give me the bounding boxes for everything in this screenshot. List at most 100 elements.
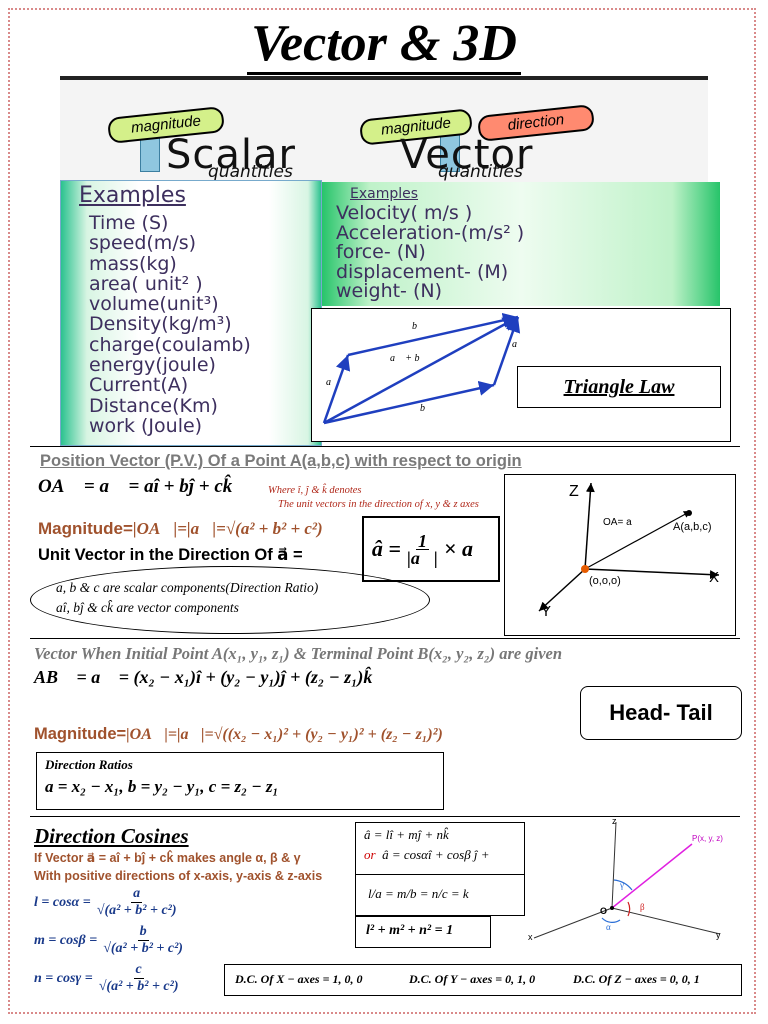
list-item: Current(A)	[89, 374, 189, 397]
list-item: speed(m/s)	[89, 232, 197, 255]
scalar-word: Scalar	[166, 132, 296, 178]
graph-y-label: Y	[541, 603, 552, 620]
dc-condition-line2: With positive directions of x-axis, y-ax…	[34, 869, 323, 883]
page-border	[8, 8, 756, 1014]
dc-n-row: n = cosγ = c√(a² + b² + c²)	[34, 962, 181, 995]
list-item: area( unit² )	[89, 272, 203, 295]
dc-z-axis: D.C. Of Z − axes = 0, 0, 1	[573, 972, 700, 986]
scalar-vector-banner: magnitude Scalar quantities magnitude di…	[60, 76, 708, 184]
dc-n-num: c	[133, 962, 144, 979]
components-ellipse	[30, 566, 430, 634]
graph-point-label: A(a,b,c)	[673, 521, 712, 533]
dc-condition-line1: If Vector a⃗ = aî + bĵ + ck̂ makes angle…	[34, 851, 301, 865]
vector-examples-list: Velocity( m/s ) Acceleration-(m/s² ) for…	[336, 202, 525, 302]
two-points-magnitude-row: Magnitude=|OA⃗|=|a⃗|=√((x₂ − x₁)² + (y₂ …	[34, 724, 443, 744]
position-vector-graph: Z X Y A(a,b,c) (o,o,o) OA= a	[504, 474, 736, 636]
dc-m-num: b	[137, 924, 149, 941]
list-item: volume(unit³)	[89, 293, 219, 316]
vector-b-label-bottom: b⃗	[420, 403, 433, 414]
dc-box-line1: â = lî + mĵ + nk̂	[364, 827, 449, 842]
scalar-examples-list: Time (S) speed(m/s) mass(kg) area( unit²…	[89, 213, 251, 437]
unit-vector-note-line1: Where î, ĵ & k̂ denotes	[268, 485, 362, 496]
dc-m-row: m = cosβ = b√(a² + b² + c²)	[34, 924, 185, 957]
dc-gamma-label: γ	[620, 880, 624, 890]
vector-examples-heading: Examples	[350, 186, 419, 202]
vector-a-label-left: a⃗	[326, 377, 339, 388]
direction-ratios-title: Direction Ratios	[45, 757, 133, 772]
dc-z-label: z	[612, 816, 617, 826]
list-item: mass(kg)	[89, 252, 177, 275]
list-item: energy(joule)	[89, 354, 216, 377]
direction-cosines-heading: Direction Cosines	[34, 824, 189, 848]
dc-x-label: x	[528, 932, 533, 942]
vector-examples-panel: Examples Velocity( m/s ) Acceleration-(m…	[322, 182, 720, 306]
dc-m-lhs: m = cosβ =	[34, 932, 98, 948]
direction-ratios-box: Direction Ratios a = x₂ − x₁, b = y₂ − y…	[36, 752, 444, 810]
list-item: weight- (N)	[336, 280, 442, 302]
position-magnitude-row: Magnitude=|OA⃗|=|a⃗|=√(a² + b² + c²)	[38, 519, 323, 539]
dc-sum-box: l² + m² + n² = 1	[355, 916, 491, 948]
list-item: displacement- (M)	[336, 260, 509, 283]
dc-l-fraction: a√(a² + b² + c²)	[95, 886, 179, 919]
scalar-examples-panel: Examples Time (S) speed(m/s) mass(kg) ar…	[60, 180, 322, 446]
unit-vector-denominator: |a⃗|	[406, 547, 438, 568]
list-item: work (Joule)	[89, 414, 203, 437]
dc-n-den: √(a² + b² + c²)	[98, 979, 179, 994]
vector-word: Vector	[400, 132, 534, 178]
dc-box-line2: â = cosαî + cosβ ĵ +	[382, 847, 490, 862]
unit-vector-dc-box: â = lî + mĵ + nk̂ or â = cosαî + cosβ ĵ …	[355, 822, 525, 876]
dc-n-fraction: c√(a² + b² + c²)	[97, 962, 181, 995]
vector-b-label-top: b⃗	[412, 321, 425, 332]
scalar-examples-heading: Examples	[79, 183, 186, 208]
list-item: Distance(Km)	[89, 394, 218, 417]
dc-m-fraction: b√(a² + b² + c²)	[101, 924, 185, 957]
dc-sum-formula: l² + m² + n² = 1	[366, 923, 454, 938]
dc-y-label: y	[716, 930, 721, 940]
dc-axes-box: D.C. Of X − axes = 1, 0, 0 D.C. Of Y − a…	[224, 964, 742, 996]
unit-vector-note-line2: The unit vectors in the direction of x, …	[278, 499, 479, 510]
vector-subword: quantities	[438, 162, 523, 182]
ellipse-line2: aî, bĵ & ck̂ are vector components	[56, 600, 239, 615]
dc-ratio-box: l/a = m/b = n/c = k	[355, 874, 525, 916]
dc-l-den: √(a² + b² + c²)	[96, 903, 177, 918]
dc-point-label: P(x, y, z)	[692, 834, 723, 843]
head-tail-label: Head- Tail	[580, 686, 742, 740]
magnitude-label: Magnitude=	[34, 725, 127, 743]
dc-y-axis: D.C. Of Y − axes = 0, 1, 0	[409, 972, 536, 986]
two-points-heading: Vector When Initial Point A(x₁, y₁, z₁) …	[34, 644, 563, 663]
dc-box-line2-row: or â = cosαî + cosβ ĵ +	[364, 847, 490, 863]
vector-a-label-right: a⃗	[512, 339, 525, 350]
dc-ratio-formula: l/a = m/b = n/c = k	[368, 886, 469, 901]
list-item: charge(coulamb)	[89, 333, 251, 356]
triangle-law-label: Triangle Law	[517, 366, 721, 408]
magnitude-label: Magnitude=	[38, 519, 133, 538]
dc-origin-label: O	[600, 906, 608, 916]
unit-vector-box: â = 1 |a⃗| × a⃗	[362, 516, 500, 582]
position-vector-heading: Position Vector (P.V.) Of a Point A(a,b,…	[40, 452, 522, 470]
magnitude-formula: |OA⃗|=|a⃗|=√((x₂ − x₁)² + (y₂ − y₁)² + (…	[126, 726, 443, 743]
position-vector-formula: OA⃗ = a⃗ = aî + bĵ + ck̂	[38, 476, 233, 497]
dc-l-lhs: l = cosα =	[34, 894, 91, 910]
dc-beta-label: β	[640, 902, 645, 912]
unit-vector-fraction: 1 |a⃗|	[405, 530, 440, 568]
graph-x-label: X	[709, 569, 720, 586]
section-divider	[30, 446, 740, 447]
list-item: Acceleration-(m/s² )	[336, 221, 525, 244]
axes-diagram	[538, 482, 720, 612]
dc-alpha-label: α	[606, 922, 611, 932]
page-title: Vector & 3D	[0, 14, 768, 75]
dc-l-num: a	[131, 886, 143, 903]
graph-oa-label: OA= a	[603, 517, 632, 528]
dc-axes-svg	[533, 821, 721, 939]
section-divider	[30, 816, 740, 817]
list-item: Density(kg/m³)	[89, 313, 232, 336]
dc-n-lhs: n = cosγ =	[34, 970, 93, 986]
unit-vector-rhs: × a⃗	[443, 536, 491, 561]
unit-vector-lhs: â =	[371, 536, 401, 561]
list-item: Velocity( m/s )	[336, 202, 473, 224]
vector-sum-label: a⃗ + b⃗	[390, 353, 428, 364]
unit-vector-numerator: 1	[415, 530, 429, 551]
dc-box-or: or	[364, 847, 376, 862]
dc-l-row: l = cosα = a√(a² + b² + c²)	[34, 886, 179, 919]
direction-ratios-formula: a = x₂ − x₁, b = y₂ − y₁, c = z₂ − z₁	[45, 777, 279, 796]
